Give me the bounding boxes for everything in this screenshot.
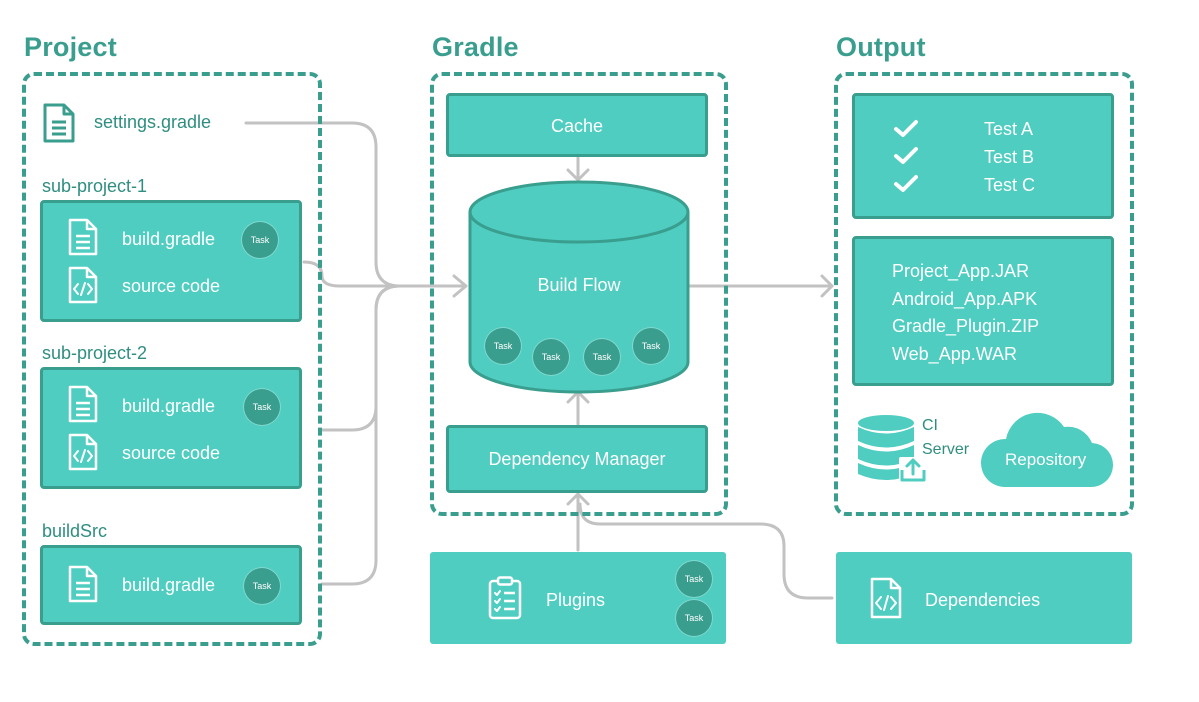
build-flow-task-2: Task: [533, 339, 569, 375]
buildsrc-title: buildSrc: [42, 521, 108, 541]
sub-project-2-task: Task: [244, 389, 280, 425]
ci-server-label-1: CI: [922, 417, 938, 434]
dependencies-label: Dependencies: [925, 590, 1041, 610]
test-b-label: Test B: [984, 147, 1035, 167]
arrow-output: [820, 274, 834, 298]
section-title-gradle: Gradle: [432, 32, 519, 62]
checkmark-icon: [894, 120, 918, 137]
gradle-container: [430, 72, 728, 516]
section-title-output: Output: [836, 32, 926, 62]
sub-project-2-build-gradle: build.gradle: [122, 396, 216, 416]
arrow-into-build-flow: [452, 274, 468, 298]
output-container: [834, 72, 1134, 516]
project-container: [22, 72, 322, 646]
connector-dependencies: [578, 502, 834, 600]
checkmark-icon: [894, 175, 918, 192]
cloud-icon: [980, 412, 1114, 488]
arrow-plugins: [566, 492, 590, 506]
artifact-war: Web_App.WAR: [892, 344, 1018, 364]
artifact-jar: Project_App.JAR: [892, 261, 1030, 281]
artifacts-box: [852, 236, 1114, 386]
settings-gradle-label: settings.gradle: [94, 112, 212, 132]
arrow-cache: [566, 168, 590, 182]
connector-sub2: [320, 284, 402, 432]
connector-settings: [244, 121, 402, 288]
connector-buildsrc: [320, 284, 402, 586]
build-flow-task-1: Task: [485, 328, 521, 364]
plugins-label: Plugins: [546, 590, 606, 610]
dependencies-box: [836, 552, 1132, 644]
code-file-icon: [68, 433, 98, 471]
sub-project-1-task: Task: [242, 222, 278, 258]
plugins-task-2: Task: [676, 600, 712, 636]
sub-project-1-build-gradle: build.gradle: [122, 229, 216, 249]
buildsrc-build-gradle: build.gradle: [122, 575, 216, 595]
build-flow-task-3: Task: [584, 339, 620, 375]
clipboard-list-icon: [488, 576, 522, 620]
cache-label: Cache: [550, 116, 604, 136]
tests-box: [852, 93, 1114, 219]
artifact-zip: Gradle_Plugin.ZIP: [892, 316, 1040, 336]
document-icon: [43, 103, 75, 143]
checkmark-icon: [894, 147, 918, 164]
dependency-manager-box: [446, 425, 708, 493]
build-flow-task-4: Task: [633, 328, 669, 364]
repository-label: Repository: [1005, 450, 1087, 469]
document-icon: [68, 565, 98, 603]
plugins-box: [430, 552, 726, 644]
test-c-label: Test C: [984, 175, 1036, 195]
ci-server-label-2: Server: [922, 441, 970, 458]
sub-project-1-title: sub-project-1: [42, 176, 148, 196]
sub-project-2-title: sub-project-2: [42, 343, 148, 363]
section-title-project: Project: [24, 32, 117, 62]
dependency-manager-label: Dependency Manager: [488, 449, 666, 469]
buildsrc-task: Task: [244, 568, 280, 604]
cache-box: [446, 93, 708, 157]
build-flow-label: Build Flow: [537, 275, 621, 295]
connector-sub1: [302, 260, 467, 288]
sub-project-1-source-code: source code: [122, 276, 221, 296]
code-file-icon: [870, 577, 902, 619]
database-upload-icon: [858, 415, 927, 483]
document-icon: [68, 218, 98, 256]
sub-project-2-source-code: source code: [122, 443, 221, 463]
plugins-task-1: Task: [676, 561, 712, 597]
code-file-icon: [68, 266, 98, 304]
test-a-label: Test A: [984, 119, 1034, 139]
document-icon: [68, 385, 98, 423]
artifact-apk: Android_App.APK: [892, 289, 1038, 309]
